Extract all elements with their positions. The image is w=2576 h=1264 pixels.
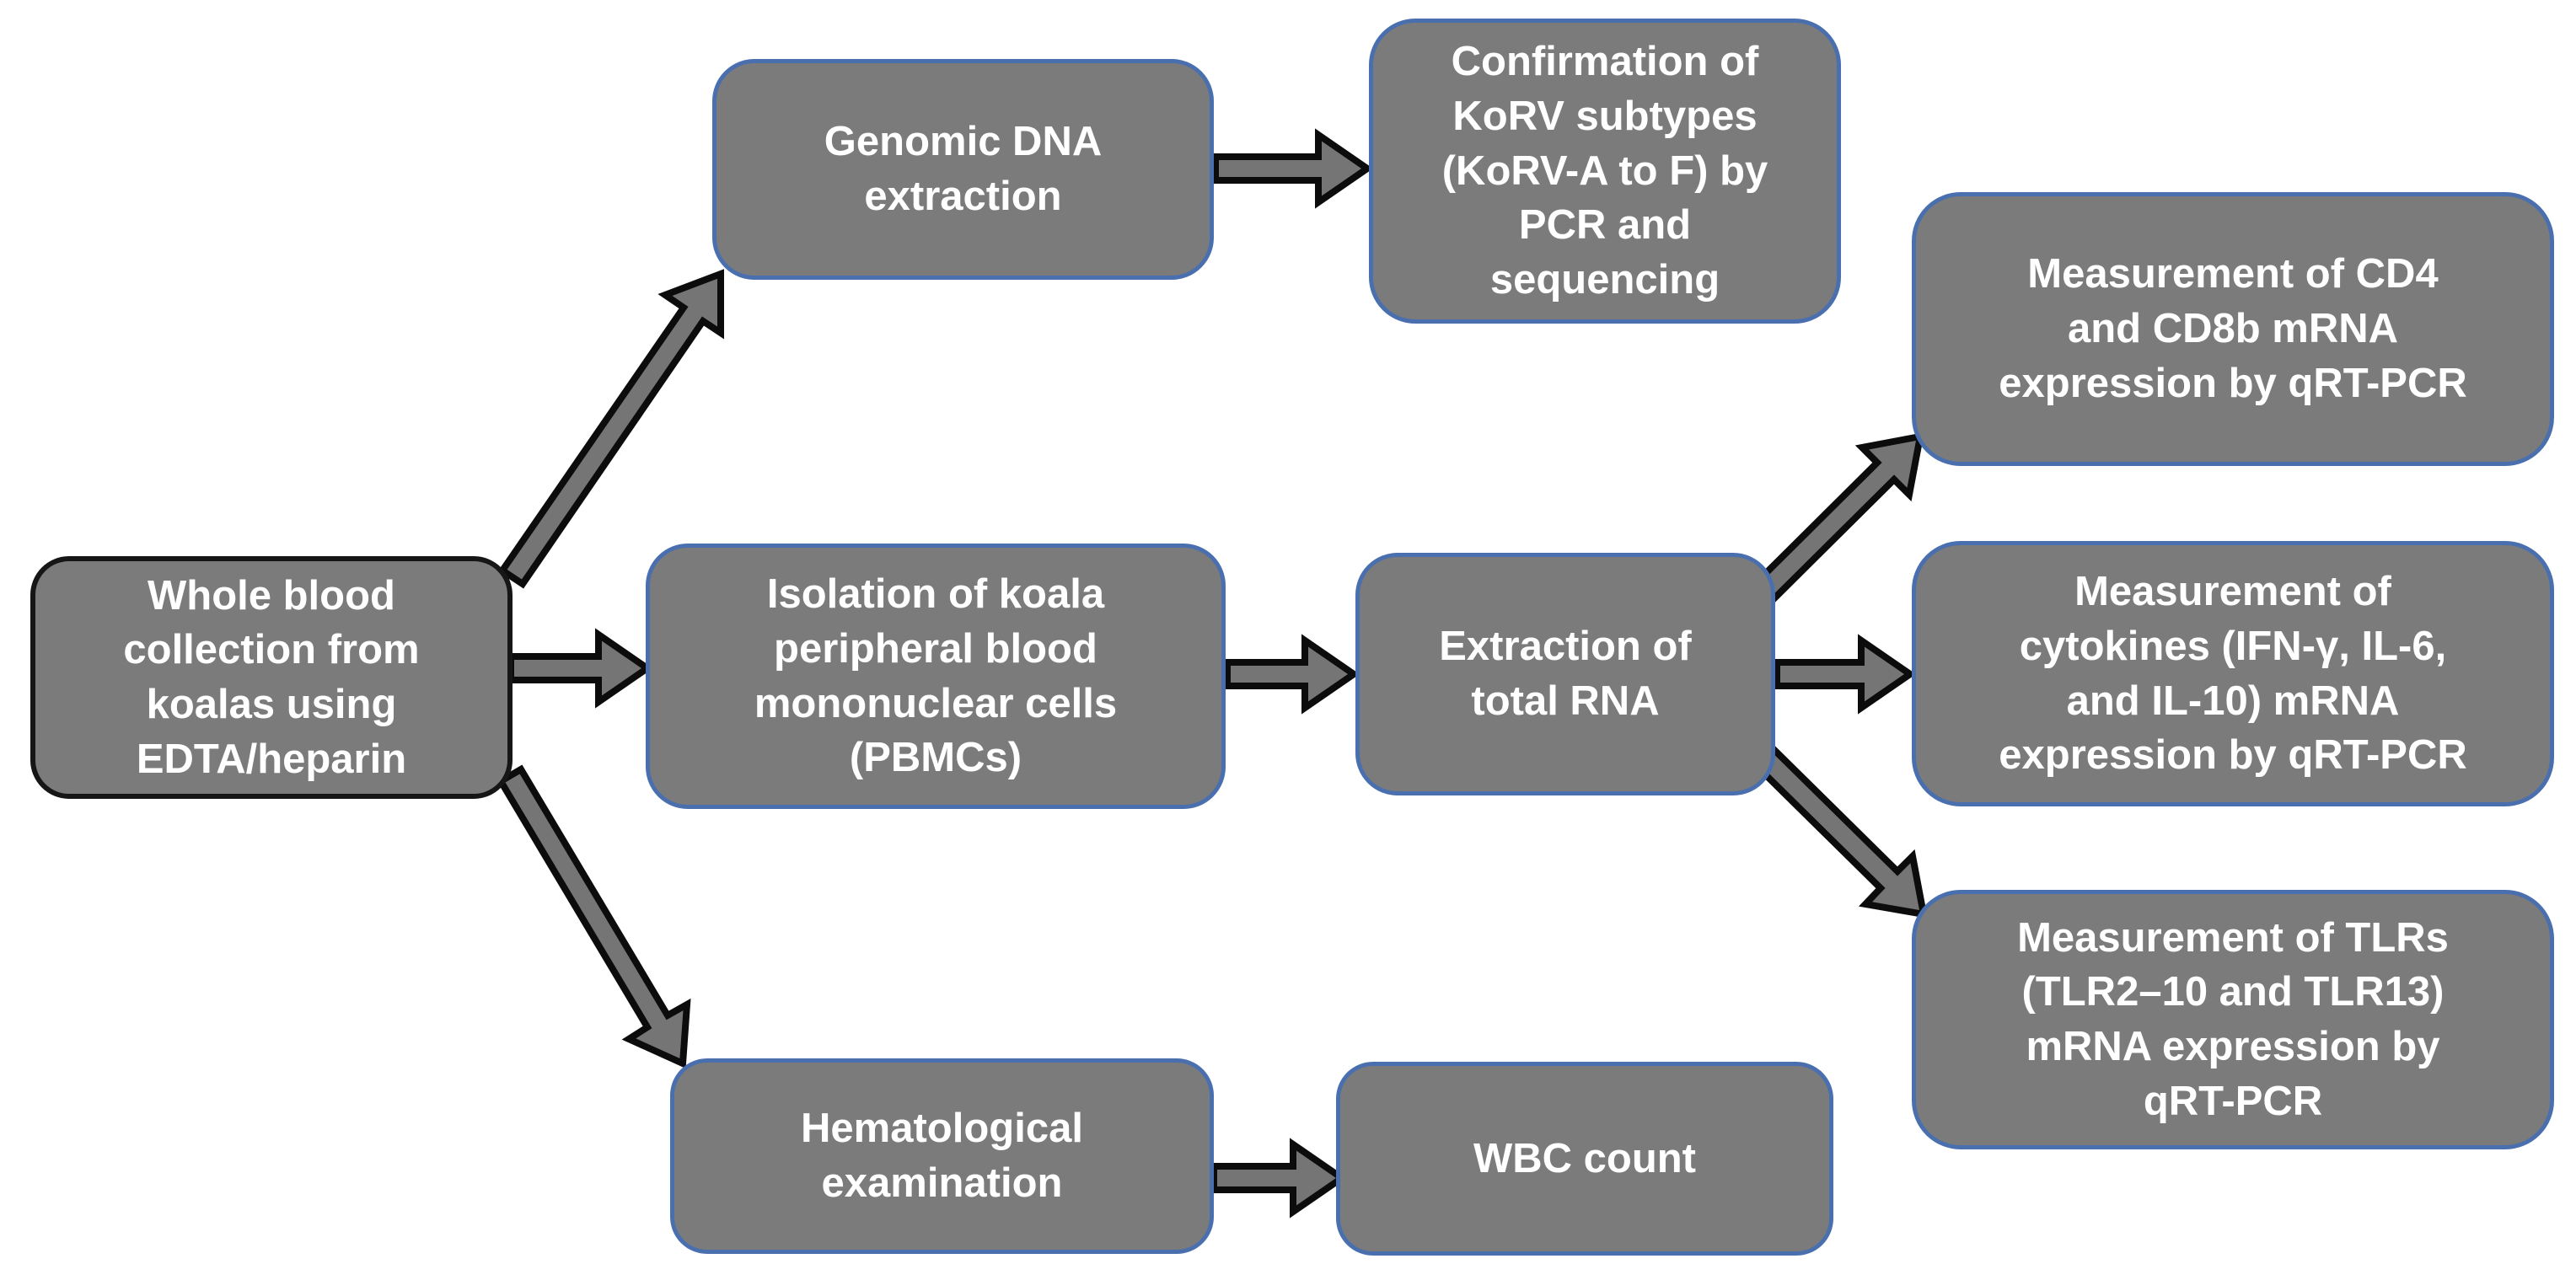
arrow-genomic-dna-to-korv (1212, 128, 1374, 209)
node-genomic-dna-label: Genomic DNA extraction (824, 119, 1103, 219)
arrow-whole-blood-to-pbmc-isolation (507, 628, 654, 709)
arrow-whole-blood-to-hematological (496, 764, 691, 1069)
arrow-whole-blood-to-genomic-dna (497, 269, 724, 589)
node-korv-confirmation: Confirmation of KoRV subtypes (KoRV-A to… (1369, 19, 1841, 324)
node-cytokines-label: Measurement of cytokines (IFN-γ, IL-6, a… (1999, 569, 2467, 779)
arrow-hematological-to-wbc (1210, 1138, 1349, 1218)
node-cd4-cd8b-label: Measurement of CD4 and CD8b mRNA express… (1999, 251, 2467, 406)
node-rna-extraction-label: Extraction of total RNA (1439, 624, 1692, 724)
node-korv-confirmation-label: Confirmation of KoRV subtypes (KoRV-A to… (1441, 39, 1768, 303)
node-hematological-label: Hematological examination (801, 1106, 1083, 1206)
node-cd4-cd8b-measurement: Measurement of CD4 and CD8b mRNA express… (1912, 192, 2554, 466)
node-pbmc-isolation-label: Isolation of koala peripheral blood mono… (754, 571, 1118, 781)
node-hematological-examination: Hematological examination (670, 1058, 1214, 1254)
node-cytokines-measurement: Measurement of cytokines (IFN-γ, IL-6, a… (1912, 541, 2554, 806)
arrow-rna-to-cytokines (1774, 634, 1917, 715)
node-pbmc-isolation: Isolation of koala peripheral blood mono… (646, 544, 1226, 809)
node-tlrs-measurement: Measurement of TLRs (TLR2–10 and TLR13) … (1912, 890, 2554, 1149)
node-whole-blood-collection: Whole blood collection from koalas using… (30, 556, 513, 799)
arrow-rna-to-cd4-cd8b (1752, 431, 1925, 603)
node-genomic-dna-extraction: Genomic DNA extraction (712, 59, 1214, 280)
node-whole-blood-label: Whole blood collection from koalas using… (123, 572, 420, 782)
node-rna-extraction: Extraction of total RNA (1355, 553, 1775, 795)
node-tlrs-label: Measurement of TLRs (TLR2–10 and TLR13) … (2017, 914, 2449, 1124)
node-wbc-count: WBC count (1336, 1062, 1833, 1256)
arrow-pbmc-isolation-to-rna (1224, 634, 1360, 715)
arrow-rna-to-tlrs (1752, 745, 1928, 919)
node-wbc-count-label: WBC count (1473, 1135, 1696, 1181)
